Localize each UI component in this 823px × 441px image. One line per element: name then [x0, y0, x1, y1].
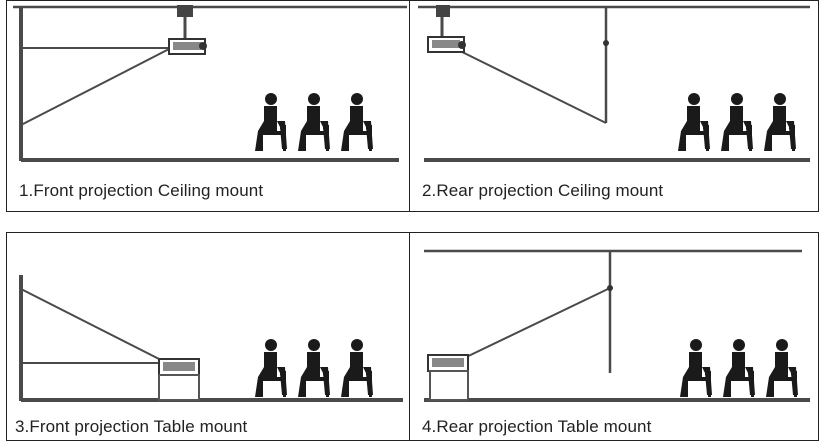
audience: [255, 339, 373, 397]
panel-caption: 2.Rear projection Ceiling mount: [422, 181, 664, 200]
rear-ceiling-illustration: [418, 5, 810, 162]
projector-on-table: [427, 354, 469, 401]
projection-beam: [449, 45, 607, 124]
screen-mark: [603, 40, 609, 46]
projector: [168, 5, 207, 55]
projector-on-table: [158, 358, 200, 401]
panel-front-table: 3.Front projection Table mount: [6, 232, 410, 441]
projector: [427, 5, 466, 53]
projection-beam: [20, 288, 168, 364]
panel-caption: 1.Front projection Ceiling mount: [19, 181, 264, 200]
projection-beam: [20, 47, 172, 126]
front-table-illustration: [19, 275, 403, 402]
audience: [678, 93, 796, 151]
panel-rear-ceiling: 2.Rear projection Ceiling mount: [409, 0, 819, 212]
panel-front-ceiling: 1.Front projection Ceiling mount: [6, 0, 410, 212]
screen-mark: [607, 285, 613, 291]
audience: [255, 93, 373, 151]
panel-caption: 4.Rear projection Table mount: [422, 417, 652, 436]
panel-rear-table: 4.Rear projection Table mount: [409, 232, 819, 441]
panel-caption: 3.Front projection Table mount: [15, 417, 248, 436]
projection-beam: [457, 287, 611, 362]
front-ceiling-illustration: [13, 5, 407, 162]
audience: [680, 339, 798, 397]
rear-table-illustration: [424, 249, 810, 402]
